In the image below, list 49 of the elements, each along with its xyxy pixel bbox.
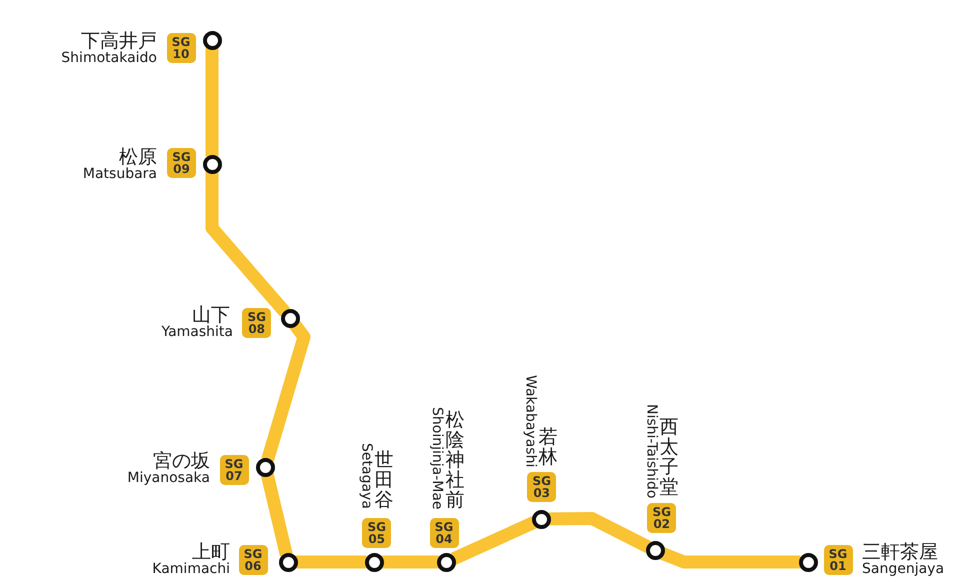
- romanized-station-name: Matsubara: [82, 167, 157, 182]
- station-number-badge: SG 04: [430, 518, 458, 548]
- station-circle: [280, 308, 300, 328]
- station-circle: [437, 552, 456, 572]
- track-line: [450, 516, 538, 565]
- romanized-station-name: Kamimachi: [152, 562, 230, 577]
- station-number-badge: SG 01: [824, 545, 852, 575]
- romanized-station-name: Sangenjaya: [862, 562, 944, 577]
- station-circle: [646, 541, 664, 560]
- station-circle: [798, 552, 818, 572]
- station-number-badge: SG 02: [647, 502, 676, 532]
- station-circle: [202, 154, 222, 174]
- romanized-station-name: Wakabayashi: [522, 374, 538, 467]
- track-line: [548, 512, 652, 553]
- station-number-badge: SG 07: [220, 455, 248, 485]
- station-name: 下高井戸: [81, 31, 157, 51]
- romanized-station-name: Shoinjinja-Mae: [429, 407, 444, 510]
- station-number-badge: SG 08: [242, 308, 272, 338]
- track-line: [206, 172, 290, 317]
- station-number-badge: SG 03: [527, 472, 556, 502]
- station-circle: [278, 552, 298, 572]
- station-name: 山下: [192, 305, 230, 325]
- track-line: [261, 320, 310, 462]
- track-line: [382, 556, 439, 568]
- station-name: 松原: [119, 147, 157, 167]
- station-name: 三軒茶屋: [862, 542, 938, 562]
- track-line: [206, 48, 218, 156]
- station-number-badge: SG 10: [166, 33, 196, 63]
- station-name: 西太子堂: [659, 417, 679, 497]
- station-circle: [364, 552, 384, 572]
- romanized-station-name: Yamashita: [161, 325, 233, 340]
- station-circle: [532, 510, 551, 528]
- station-name: 上町: [192, 542, 230, 562]
- station-number-badge: SG 05: [362, 518, 392, 548]
- station-name: 世田谷: [374, 450, 394, 510]
- track-line: [260, 472, 293, 556]
- track-line: [296, 556, 366, 568]
- station-number-badge: SG 09: [167, 148, 196, 178]
- track-line: [660, 547, 800, 568]
- station-number-badge: SG 06: [238, 545, 268, 575]
- romanized-station-name: Miyanosaka: [127, 471, 210, 486]
- station-name: 若林: [538, 427, 558, 467]
- station-circle: [256, 458, 275, 476]
- romanized-station-name: Setagaya: [358, 443, 374, 509]
- station-name: 松陰神社前: [445, 410, 465, 510]
- station-circle: [202, 30, 222, 50]
- romanized-station-name: Shimotakaido: [61, 51, 157, 66]
- station-name: 宮の坂: [153, 451, 210, 471]
- romanized-station-name: Nishi-Taishido: [644, 404, 658, 498]
